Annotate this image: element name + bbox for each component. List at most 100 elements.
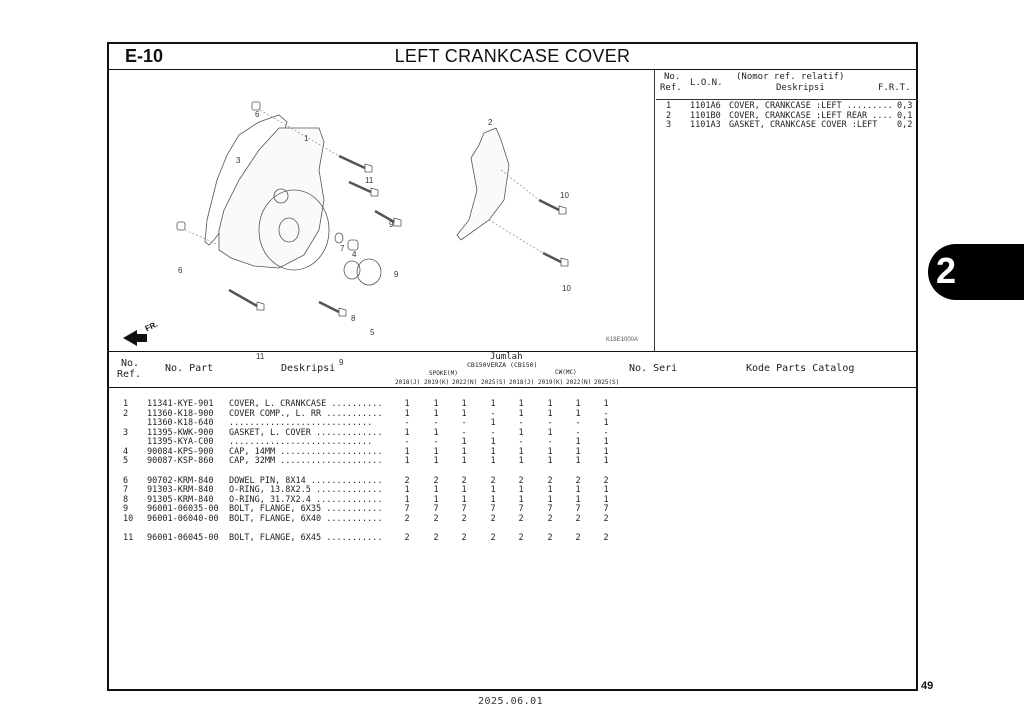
cell-ref: 1: [123, 399, 129, 409]
cell-qty: 1: [433, 399, 439, 409]
callout-label: 10: [562, 284, 571, 293]
cell-qty: -: [603, 408, 609, 419]
lon-cell-ref: 2: [666, 110, 672, 121]
callout-label: 11: [365, 176, 374, 185]
cell-ref: 5: [123, 456, 129, 466]
cell-desc: CAP, 32MM ....................: [229, 456, 383, 466]
cell-qty: 1: [603, 399, 609, 409]
cell-ref: 2: [123, 408, 129, 419]
year-header: 2018(J): [509, 379, 535, 386]
lon-table: No. Ref. L.O.N. (Nomor ref. relatif) Des…: [656, 70, 918, 351]
callout-label: 9: [394, 270, 399, 279]
parts-catalog-page: E-10 LEFT CRANKCASE COVER: [107, 42, 918, 691]
cell-part: 91305-KRM-840: [147, 494, 214, 505]
cell-qty: 1: [518, 399, 524, 409]
cell-qty: 1: [575, 399, 581, 409]
cell-qty: 2: [547, 475, 553, 486]
header-serial: No. Seri: [629, 363, 678, 374]
cell-qty: 1: [603, 418, 609, 428]
figure-code: K18E1000A: [605, 337, 638, 343]
cell-qty: 2: [490, 533, 496, 543]
cell-qty: -: [433, 437, 439, 447]
header-no: No.: [121, 358, 140, 369]
cell-qty: -: [433, 418, 439, 428]
cell-qty: 1: [490, 446, 496, 457]
cell-qty: 7: [575, 504, 581, 514]
cell-qty: 1: [461, 446, 467, 457]
cell-qty: 2: [575, 513, 581, 524]
cell-qty: 2: [461, 533, 467, 543]
lon-cell-lon: 1101A6: [690, 101, 721, 111]
year-header: 2025(S): [481, 379, 507, 386]
lon-cell-desc: GASKET, CRANKCASE COVER :LEFT: [729, 120, 878, 130]
cell-qty: 1: [461, 408, 467, 419]
cell-qty: 2: [603, 475, 609, 486]
cell-qty: 1: [518, 485, 524, 495]
cell-desc: ............................: [229, 418, 373, 428]
header-desc: Deskripsi: [281, 363, 336, 374]
cell-qty: -: [490, 427, 496, 438]
header-ref: Ref.: [117, 369, 142, 380]
cell-ref: 7: [123, 485, 129, 495]
lon-cell-frt: 0,2: [897, 120, 913, 130]
cell-desc: BOLT, FLANGE, 6X40 ...........: [229, 513, 383, 524]
cell-qty: -: [547, 437, 553, 447]
cell-qty: 1: [547, 446, 553, 457]
cell-desc: BOLT, FLANGE, 6X45 ...........: [229, 533, 383, 543]
cell-desc: COVER COMP., L. RR ...........: [229, 408, 383, 419]
cell-qty: 7: [603, 504, 609, 514]
header-part-no: No. Part: [165, 363, 214, 374]
chapter-number: 2: [936, 250, 957, 291]
print-date: 2025.06.01: [478, 696, 544, 707]
cell-qty: -: [575, 427, 581, 438]
cell-ref: 11: [123, 533, 134, 543]
callout-label: 1: [304, 134, 309, 143]
cell-qty: 1: [547, 485, 553, 495]
cell-qty: 1: [404, 446, 410, 457]
cell-qty: -: [404, 437, 410, 447]
cell-qty: 1: [603, 456, 609, 466]
cell-qty: 2: [404, 513, 410, 524]
callout-label: 7: [340, 244, 345, 253]
cell-part: 96001-06035-00: [147, 504, 219, 514]
callout-label: 6: [178, 266, 183, 275]
lon-header-frt: F.R.T.: [878, 83, 911, 93]
cell-qty: 1: [603, 446, 609, 457]
cell-qty: 1: [518, 427, 524, 438]
cell-qty: -: [404, 418, 410, 428]
lon-cell-lon: 1101A3: [690, 120, 721, 130]
cell-qty: 7: [433, 504, 439, 514]
cell-qty: 1: [490, 494, 496, 505]
lon-cell-frt: 0,1: [897, 110, 913, 121]
year-header: 2019(K): [424, 379, 450, 386]
cell-qty: 1: [575, 446, 581, 457]
cell-qty: 2: [490, 475, 496, 486]
cell-qty: -: [461, 427, 467, 438]
cell-qty: 1: [575, 485, 581, 495]
year-header: 2022(N): [452, 379, 478, 386]
cell-qty: 1: [490, 456, 496, 466]
cell-qty: 1: [490, 485, 496, 495]
lon-header-lon: L.O.N.: [690, 78, 723, 88]
cell-qty: 1: [575, 437, 581, 447]
lon-header-ref: Ref.: [660, 83, 682, 93]
chapter-tab[interactable]: 2: [928, 244, 1024, 300]
cell-qty: 1: [547, 399, 553, 409]
callout-label: 10: [560, 191, 569, 200]
cell-part: 11395-KYA-C00: [147, 437, 214, 447]
cell-qty: 1: [404, 485, 410, 495]
cell-part: 11341-KYE-901: [147, 399, 214, 409]
lon-cell-desc: COVER, CRANKCASE :LEFT .........: [729, 101, 893, 111]
cell-qty: 1: [404, 494, 410, 505]
cell-qty: 1: [518, 446, 524, 457]
callout-label: 3: [236, 156, 241, 165]
cell-qty: 2: [547, 513, 553, 524]
cell-qty: -: [603, 427, 609, 438]
